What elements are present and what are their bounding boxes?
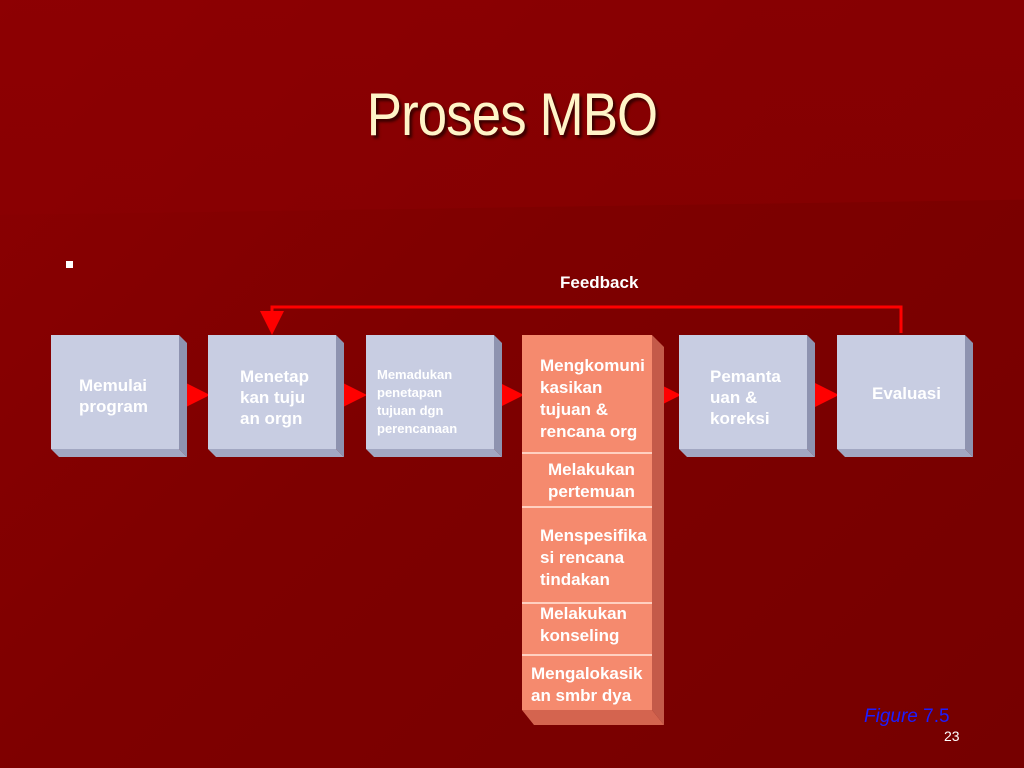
feedback-loop-line	[260, 305, 903, 335]
box-evaluasi: Evaluasi	[837, 335, 973, 457]
stack-divider	[522, 654, 652, 656]
box-memulai-text: Memulai program	[79, 376, 148, 416]
box-menetapkan-tujuan: Menetap kan tuju an orgn	[208, 335, 344, 457]
box-pemantauan-text: Pemanta uan & koreksi	[710, 367, 781, 428]
stack-divider	[522, 452, 652, 454]
box-pemantauan: Pemanta uan & koreksi	[679, 335, 815, 457]
box-memadukan: Memadukan penetapan tujuan dgn perencana…	[366, 335, 502, 457]
slide-title: Proses MBO	[366, 81, 658, 148]
stack-segment-mengalokasikan: Mengalokasik an smbr dya	[531, 664, 643, 705]
process-stack: Mengkomuni kasikan tujuan & rencana org …	[522, 335, 664, 725]
box-memulai-program: Memulai program	[51, 335, 187, 457]
box-menetapkan-text: Menetap kan tuju an orgn	[240, 367, 309, 428]
box-evaluasi-text: Evaluasi	[872, 384, 941, 403]
box-memadukan-text: Memadukan penetapan tujuan dgn perencana…	[377, 367, 458, 436]
stack-segment-pertemuan: Melakukan pertemuan	[548, 460, 635, 501]
stack-divider	[522, 506, 652, 508]
stack-segment-menspesifikasi: Menspesifika si rencana tindakan	[540, 526, 647, 589]
stack-segment-mengkomunikasikan: Mengkomuni kasikan tujuan & rencana org	[540, 356, 645, 441]
figure-caption: Figure 7.5	[864, 706, 950, 727]
page-number: 23	[944, 728, 960, 744]
feedback-label: Feedback	[560, 273, 639, 292]
bullet-marker	[66, 261, 73, 268]
stack-segment-konseling: Melakukan konseling	[540, 604, 627, 645]
stack-divider	[522, 602, 652, 604]
